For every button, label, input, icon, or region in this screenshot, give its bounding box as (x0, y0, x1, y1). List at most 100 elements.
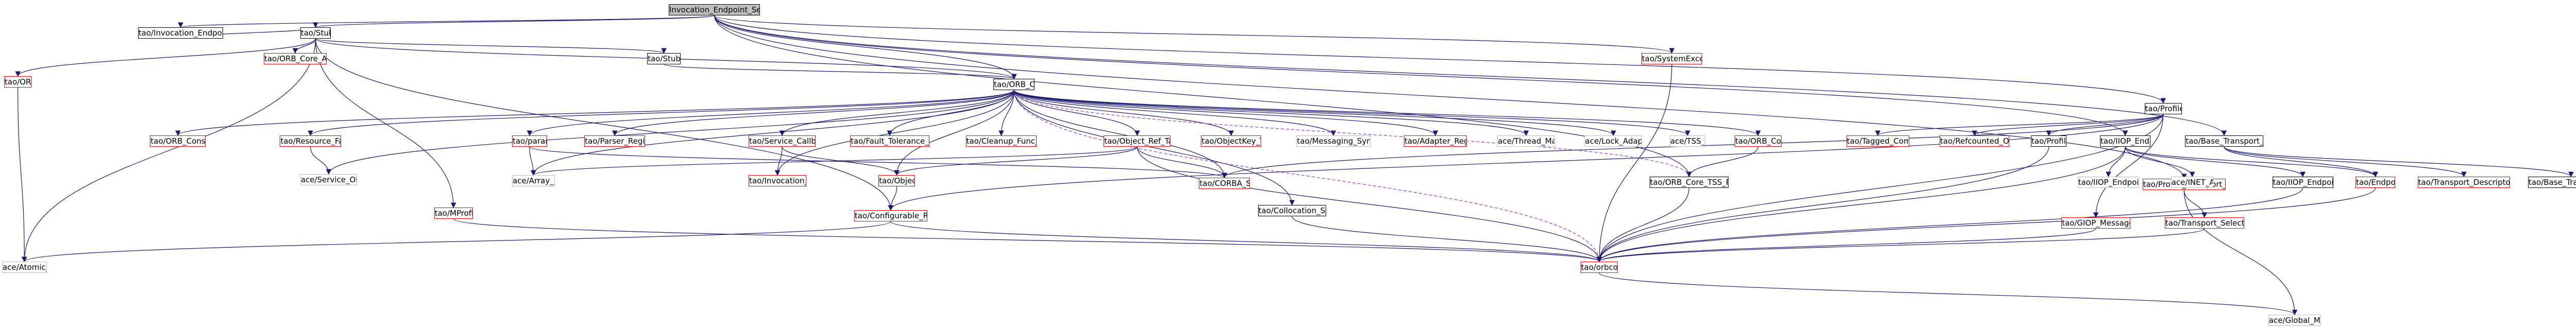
node-orbconf[interactable]: tao/orbconf.h (1580, 262, 1618, 273)
node-orb-constants[interactable]: tao/ORB_Constants.h (150, 135, 206, 147)
edge-orb-core-h-to-corba-string (1013, 90, 1227, 179)
node-transport-selection-guard[interactable]: tao/Transport_Selection_Guard.h (2164, 217, 2244, 229)
node-orb-core-h[interactable]: tao/ORB_Core.h (993, 79, 1035, 90)
node-giop-message-version[interactable]: tao/GIOP_Message_Version.h (2061, 217, 2130, 229)
edge-orb-core-h-to-service-callbacks (779, 90, 1014, 136)
edge-root-to-iiop-endpoint-h (714, 15, 2128, 136)
node-parser-registry[interactable]: tao/Parser_Registry.h (584, 135, 646, 147)
node-system-exception[interactable]: tao/SystemException.h (1641, 53, 1703, 64)
edge-profile-inl-to-orbconf (1596, 146, 2049, 263)
node-root: Invocation_Endpoint_Selectors.cpp (668, 4, 760, 15)
edge-orb-core-h-to-adapter-registry (1013, 90, 1438, 136)
edge-orb-h-to-atomic-op (18, 87, 27, 263)
edge-object-ref-table-to-corba-string (1137, 146, 1227, 179)
edge-iiop-endpoint-h-to-inet-addr (2125, 146, 2195, 178)
edge-mprofile-to-orbconf (453, 218, 1602, 263)
node-inet-addr[interactable]: ace/INET_Addr.h (2171, 177, 2214, 188)
node-iiop-endpoint-h[interactable]: tao/IIOP_Endpoint.h (2099, 135, 2151, 147)
node-service-object[interactable]: ace/Service_Object.h (300, 174, 358, 185)
node-thread-manager[interactable]: ace/Thread_Manager.h (1497, 135, 1555, 147)
node-configurable-refcount[interactable]: tao/Configurable_Refcount.h (854, 210, 927, 221)
edge-orb-core-h-to-collocation-strategy (1013, 90, 1295, 206)
node-mprofile[interactable]: tao/MProfile.h (434, 208, 473, 219)
node-endpoint-h[interactable]: tao/Endpoint.h (2355, 177, 2396, 188)
node-iiop-endpoint-inl[interactable]: tao/IIOP_Endpoint.inl (2272, 177, 2333, 188)
node-transport-descriptor[interactable]: tao/Transport_Descriptor_Interface.h (2417, 177, 2511, 188)
node-tss-t[interactable]: ace/TSS_T.h (1670, 135, 1706, 147)
edge-iiop-endpoint-h-to-iiop-endpointsc (2106, 146, 2126, 178)
edge-collocation-strategy-to-orbconf (1292, 216, 1602, 263)
node-base-transport-property-h[interactable]: tao/Base_Transport_Property.h (2185, 135, 2263, 147)
edge-transport-selection-guard-to-orbconf (1596, 228, 2205, 263)
node-object-h[interactable]: tao/Object.h (878, 175, 916, 186)
edge-root-to-profile-h (714, 15, 2166, 104)
edge-iiop-endpoint-h-to-orbconf (1596, 146, 2126, 263)
edge-profile-h-to-refcounted-objectkey (1972, 114, 2164, 136)
node-resource-factory[interactable]: tao/Resource_Factory.h (280, 135, 341, 147)
edge-stub-h-to-atomic-op (21, 38, 316, 263)
node-tagged-components[interactable]: tao/Tagged_Components.h (1846, 135, 1909, 147)
node-corba-string[interactable]: tao/CORBA_String.h (1199, 178, 1250, 189)
node-objectkey-table[interactable]: tao/ObjectKey_Table.h (1201, 135, 1261, 147)
node-orb-core-tss[interactable]: tao/ORB_Core_TSS_Resources.h (1649, 177, 1729, 188)
node-lock-adapter[interactable]: ace/Lock_Adapter_T.h (1584, 135, 1642, 147)
edge-object-ref-table-to-array-map (531, 146, 1138, 176)
edge-orb-core-h-to-lock-adapter (1013, 90, 1616, 136)
edge-orb-core-h-to-objectkey-table (1013, 90, 1234, 136)
edge-orb-core-inl-to-orb-core-tss (1686, 146, 1758, 178)
node-messaging-sync[interactable]: tao/Messaging_SyncScopeC.h (1296, 135, 1370, 147)
edge-profile-h-to-configurable-refcount (888, 114, 2164, 211)
edge-stub-h-to-mprofile (315, 38, 456, 209)
edge-iiop-endpoint-h-to-iiop-endpoint-inl (2125, 146, 2306, 178)
node-profile-inl[interactable]: tao/Profile.inl (2031, 135, 2067, 147)
node-base-transport-property-inl[interactable]: tao/Base_Transport_Property.inl (2528, 177, 2576, 188)
node-fault-tolerance[interactable]: tao/Fault_Tolerance_Service.h (850, 135, 929, 147)
node-atomic-op[interactable]: ace/Atomic_Op.h (2, 262, 47, 273)
edge-base-transport-property-h-to-base-transport-property-inl (2224, 146, 2574, 178)
edge-giop-message-version-to-orbconf (1596, 228, 2096, 263)
edge-orb-core-h-to-params-h (527, 90, 1014, 136)
node-params-h[interactable]: tao/params.h (512, 135, 547, 147)
node-orb-core-auto-ptr[interactable]: tao/ORB_Core_Auto_Ptr.h (263, 53, 327, 64)
edge-profile-transport-resolver-to-transport-selection-guard (2183, 190, 2208, 218)
node-invocation-utils[interactable]: tao/Invocation_Utils.h (749, 175, 806, 186)
edge-root-to-orb-core-tss (714, 15, 1692, 178)
edge-iiop-endpoint-h-to-endpoint-h (2125, 146, 2378, 178)
node-service-callbacks[interactable]: tao/Service_Callbacks.h (749, 135, 816, 147)
edge-object-h-to-configurable-refcount (888, 186, 897, 211)
node-cleanup-func[interactable]: tao/Cleanup_Func_Registry.h (965, 135, 1037, 147)
edge-root-to-orb-core-h (714, 15, 1017, 80)
node-collocation-strategy[interactable]: tao/Collocation_Strategy.h (1258, 205, 1326, 216)
edge-orb-core-h-to-messaging-sync (1013, 90, 1336, 136)
edge-orb-core-h-to-orbconf (1013, 90, 1602, 263)
edge-orb-core-h-to-orb-core-inl (1013, 90, 1761, 136)
node-adapter-registry[interactable]: tao/Adapter_Registry.h (1404, 135, 1467, 147)
edge-root-to-stub-h (313, 15, 715, 28)
node-stub-inl[interactable]: tao/Stub.inl (647, 53, 681, 64)
node-orb-h[interactable]: tao/ORB.h (4, 76, 32, 88)
edge-iiop-endpoint-inl-to-orbconf (1596, 187, 2303, 263)
edge-orb-core-h-to-tss-t (1013, 90, 1690, 136)
node-refcounted-objectkey[interactable]: tao/Refcounted_ObjectKey.h (1939, 135, 2010, 147)
node-object-ref-table[interactable]: tao/Object_Ref_Table.h (1104, 135, 1171, 147)
node-stub-h[interactable]: tao/Stub.h (300, 27, 331, 39)
edge-orbconf-to-global-macros (1599, 272, 2298, 316)
edge-orb-core-h-to-array-map (531, 90, 1014, 176)
edge-service-callbacks-to-invocation-utils (774, 146, 783, 176)
edge-stub-h-to-orb-h (15, 38, 316, 77)
edge-base-transport-property-h-to-endpoint-h (2224, 146, 2379, 178)
node-global-macros[interactable]: ace/Global_Macros.h (2268, 315, 2321, 326)
edge-orb-core-tss-to-orbconf (1596, 187, 1690, 263)
edge-orb-core-h-to-object-ref-table (1013, 90, 1140, 136)
edge-stub-h-to-configurable-refcount (315, 38, 894, 211)
node-array-map[interactable]: ace/Array_Map.h (512, 175, 555, 186)
node-iiop-endpointsc[interactable]: tao/IIOP_EndpointsC.h (2077, 177, 2140, 188)
edge-profile-h-to-profile-inl (2046, 114, 2164, 136)
node-orb-core-inl[interactable]: tao/ORB_Core.inl (1735, 135, 1782, 147)
node-profile-h[interactable]: tao/Profile.h (2144, 103, 2182, 114)
node-ies-h[interactable]: tao/Invocation_Endpoint_Selectors.h (138, 27, 224, 39)
edge-root-to-ies-h (178, 15, 715, 28)
edge-profile-h-to-tagged-components (1875, 114, 2164, 136)
